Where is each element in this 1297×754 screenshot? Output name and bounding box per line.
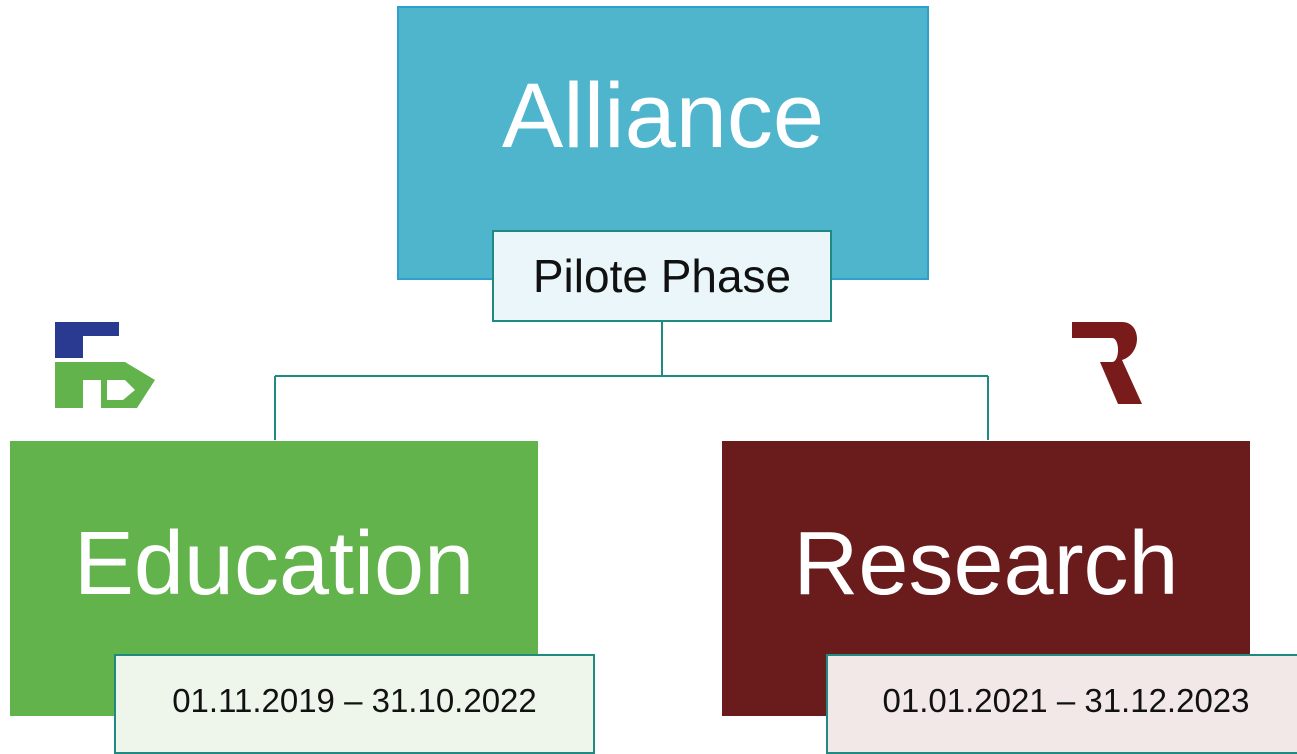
research-title: Research bbox=[793, 513, 1179, 614]
education-dates-text: 01.11.2019 – 31.10.2022 bbox=[172, 682, 537, 719]
education-logo-icon bbox=[55, 322, 155, 408]
alliance-title: Alliance bbox=[501, 65, 825, 167]
education-title: Education bbox=[73, 513, 475, 614]
research-logo-icon bbox=[1072, 322, 1142, 404]
pilote-phase-label: Pilote Phase bbox=[492, 230, 832, 322]
research-dates-text: 01.01.2021 – 31.12.2023 bbox=[882, 682, 1250, 719]
education-dates-label: 01.11.2019 – 31.10.2022 bbox=[114, 654, 595, 754]
research-dates-label: 01.01.2021 – 31.12.2023 bbox=[826, 654, 1297, 754]
pilote-phase-text: Pilote Phase bbox=[532, 250, 792, 302]
